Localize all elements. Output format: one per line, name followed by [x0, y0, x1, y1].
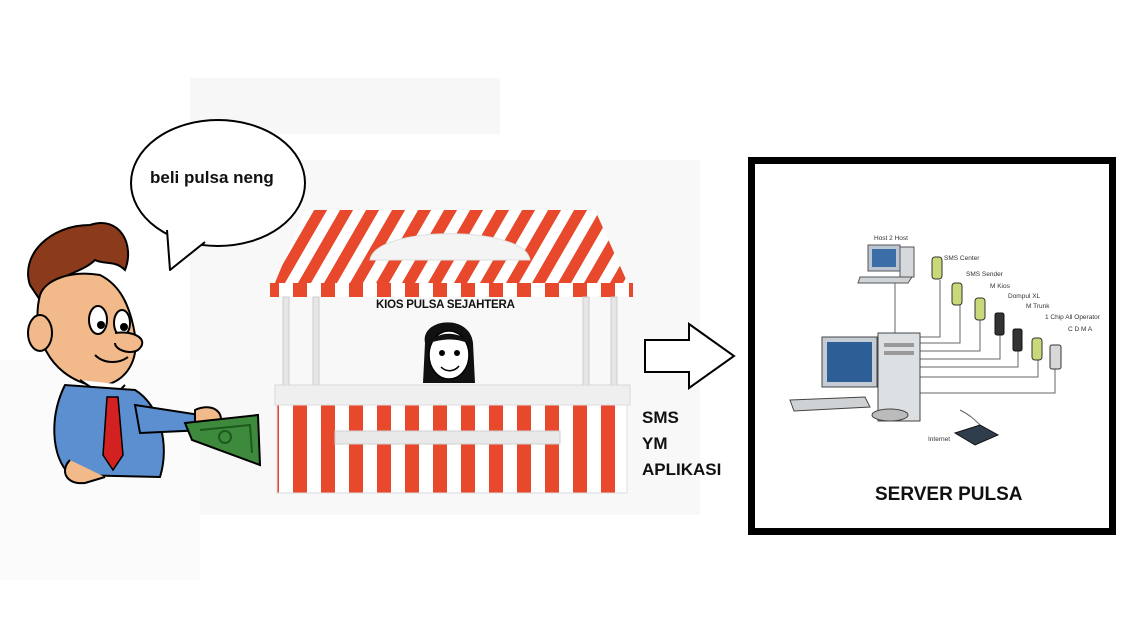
- customer-illustration: [27, 222, 262, 485]
- device-label: M Kios: [990, 283, 1010, 290]
- flow-arrow: [644, 322, 736, 390]
- device-label: C D M A: [1068, 326, 1093, 333]
- channel-ym: YM: [642, 434, 668, 453]
- device-label: Host 2 Host: [874, 235, 908, 242]
- device-label: Dompul XL: [1008, 293, 1041, 300]
- speech-bubble-text: beli pulsa neng: [150, 168, 274, 187]
- device-label: M Trunk: [1026, 303, 1050, 310]
- main-server-icon: [789, 332, 921, 422]
- device-label: SMS Center: [944, 255, 980, 262]
- server-title: SERVER PULSA: [875, 484, 1023, 505]
- device-label: 1 Chip All Operator: [1045, 314, 1100, 321]
- kiosk-stall: [270, 210, 633, 494]
- speech-bubble: [130, 119, 306, 271]
- host-computer-icon: [857, 244, 915, 284]
- server-network-diagram: [789, 244, 1062, 446]
- kiosk-title: KIOS PULSA SEJAHTERA: [376, 299, 515, 311]
- device-label: SMS Sender: [966, 271, 1003, 278]
- channel-sms: SMS: [642, 408, 679, 427]
- channel-aplikasi: APLIKASI: [642, 460, 722, 479]
- device-label: Internet: [928, 436, 951, 443]
